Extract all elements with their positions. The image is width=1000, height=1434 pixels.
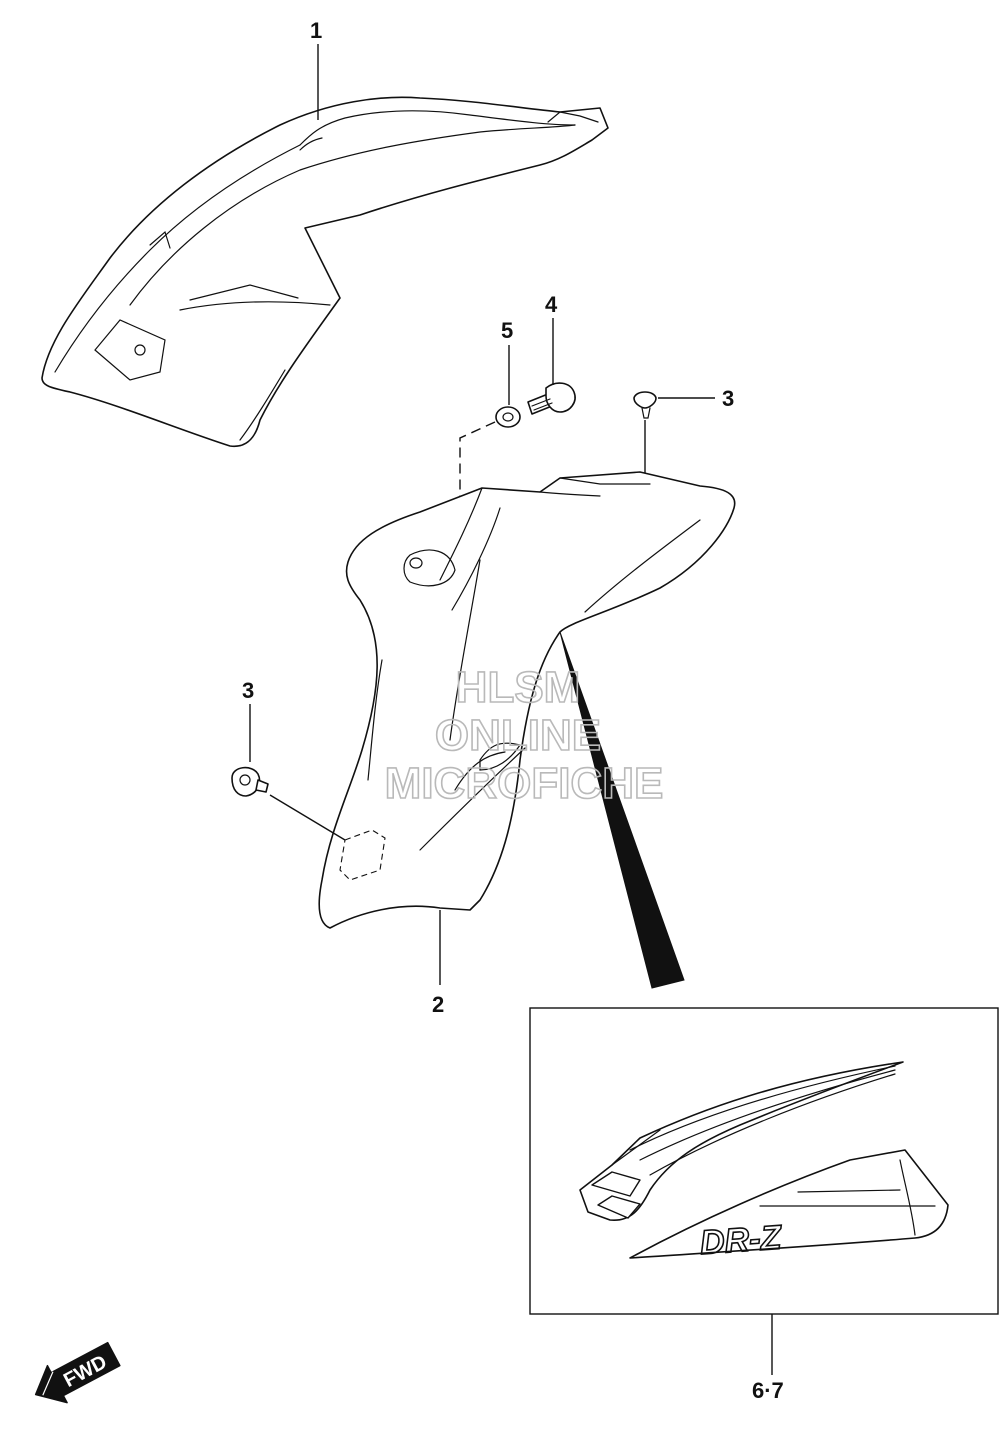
part-3-screw-right xyxy=(633,391,657,419)
callout-3-right: 3 xyxy=(722,386,734,411)
callout-1: 1 xyxy=(310,18,322,43)
part-4-bolt xyxy=(527,382,576,415)
part-3-screw-left xyxy=(231,766,269,797)
callout-5: 5 xyxy=(501,318,513,343)
part-2-shroud xyxy=(318,471,736,929)
watermark-line-2: ONLINE xyxy=(435,711,601,760)
part-7-decal-lower: DR-Z xyxy=(629,1149,949,1263)
decal-inset: DR-Z xyxy=(529,1007,999,1315)
callout-3-left: 3 xyxy=(242,678,254,703)
callout-6-7: 6·7 xyxy=(752,1378,784,1403)
watermark: HLSM ONLINE MICROFICHE xyxy=(384,662,664,809)
decal-text: DR-Z xyxy=(699,1218,784,1262)
leader-3-left xyxy=(269,794,346,841)
callout-4: 4 xyxy=(545,292,558,317)
part-6-decal-upper xyxy=(579,1061,904,1221)
watermark-line-1: HLSM xyxy=(456,663,581,712)
part-5-washer xyxy=(495,406,521,428)
pointer-wedge xyxy=(559,631,685,989)
callout-2: 2 xyxy=(432,992,444,1017)
watermark-line-3: MICROFICHE xyxy=(385,759,664,808)
fwd-arrow: FWD xyxy=(34,1341,121,1404)
part-1-shroud xyxy=(41,96,609,448)
alignment-dash xyxy=(459,421,496,520)
